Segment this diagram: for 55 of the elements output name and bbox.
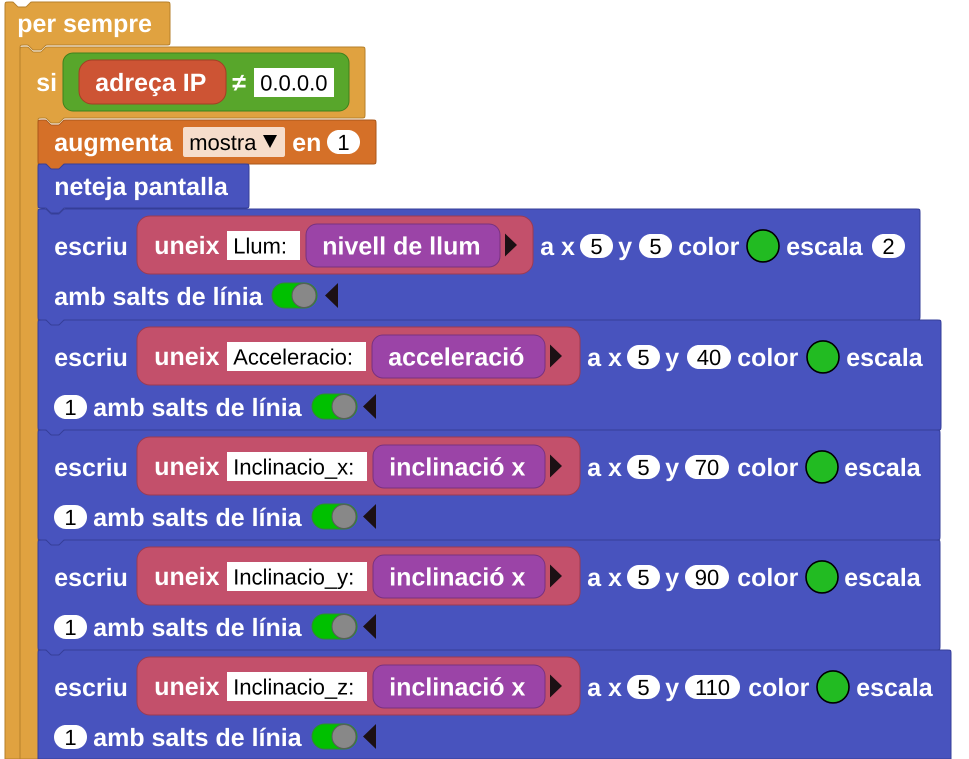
node-label: escriu <box>55 348 126 366</box>
number-field: 90 <box>685 564 729 589</box>
node-label: color <box>679 236 739 256</box>
node-label: a x <box>540 242 575 256</box>
number-field: 5 <box>639 234 672 258</box>
node-label: color <box>749 678 809 696</box>
reporter-block: inclinació x <box>372 664 546 708</box>
number-field: 1 <box>54 504 87 529</box>
reporter-block: inclinació x <box>372 554 546 598</box>
node-label: escala <box>845 568 921 586</box>
text-field: Inclinacio_y: <box>227 562 367 591</box>
node-label: escriu <box>55 458 126 476</box>
reporter-block: nivell de llum <box>306 223 500 268</box>
node-label: color <box>738 458 798 476</box>
node-label: a x <box>588 352 622 366</box>
dropdown-field: mostra <box>183 126 285 157</box>
text-field: 0.0.0.0 <box>254 68 334 97</box>
number-field: 5 <box>627 564 660 589</box>
number-field: 1 <box>54 394 87 419</box>
text-field: Inclinacio_z: <box>227 672 367 701</box>
node-label: escriu <box>55 678 126 696</box>
number-field: 1 <box>327 130 360 154</box>
number-field: 40 <box>687 344 731 369</box>
node-label: color <box>738 568 798 586</box>
reporter-block: acceleració <box>372 334 546 378</box>
node-label: y <box>618 242 632 260</box>
number-field: 5 <box>627 344 660 369</box>
node-label: escriu <box>55 236 126 256</box>
node-label: color <box>738 348 798 366</box>
text-field: Llum: <box>227 230 300 260</box>
node-label: escala <box>845 458 921 476</box>
node-label: escala <box>787 236 863 256</box>
node-label: a x <box>588 682 622 696</box>
number-field: 1 <box>54 614 87 639</box>
statement-block: neteja pantalla <box>38 163 250 214</box>
node-label: y <box>665 682 679 702</box>
node-label: escala <box>847 348 923 366</box>
node-label: escala <box>857 678 933 696</box>
node-label: a x <box>588 572 622 586</box>
reporter-block: adreça IP <box>78 59 226 104</box>
node-label: si <box>37 72 56 92</box>
node-label: y <box>665 572 679 592</box>
text-field: Acceleracio: <box>227 342 366 371</box>
node-label: y <box>665 352 679 372</box>
text-field: Inclinacio_x: <box>227 452 367 481</box>
number-field: 5 <box>627 454 660 479</box>
number-field: 2 <box>872 234 905 258</box>
number-field: 1 <box>54 724 87 749</box>
node-label: escriu <box>55 568 126 586</box>
number-field: 5 <box>627 674 660 699</box>
node-label: a x <box>588 462 622 476</box>
reporter-block: inclinació x <box>372 444 546 488</box>
number-field: 70 <box>685 454 729 479</box>
number-field: 5 <box>580 234 613 258</box>
node-label: y <box>665 462 679 482</box>
